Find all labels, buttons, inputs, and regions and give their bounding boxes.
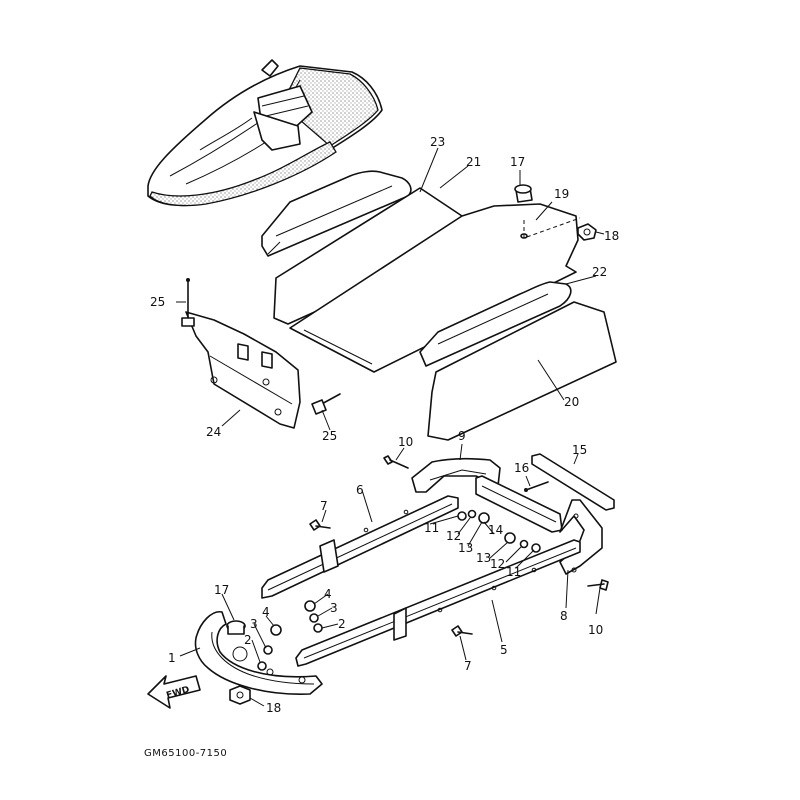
grommet-17-bottom [226, 620, 246, 635]
callout-15: 15 [572, 443, 587, 457]
mat-20 [427, 301, 617, 441]
callout-1: 1 [168, 651, 176, 665]
callout-12-bottom: 12 [490, 557, 505, 571]
clip-25-bottom [311, 393, 341, 415]
callout-25-top: 25 [150, 295, 165, 309]
callout-7-bottom: 7 [464, 659, 472, 673]
callout-20: 20 [564, 395, 579, 409]
callout-3-left: 3 [250, 617, 258, 631]
callout-16: 16 [514, 461, 529, 475]
rail-6 [261, 495, 459, 599]
nut-18-top [577, 223, 597, 241]
bolt-10-top [383, 455, 409, 469]
callout-13-top: 13 [458, 541, 473, 555]
callout-22: 22 [592, 265, 607, 279]
nut-18-bottom [229, 685, 251, 705]
bolt-16 [524, 481, 549, 492]
mat-22 [419, 281, 572, 367]
washer-12a [467, 509, 477, 519]
callout-10-bottom: 10 [588, 623, 603, 637]
watercraft-overview [147, 59, 383, 207]
leader-lines [176, 147, 605, 707]
nut-4a [270, 624, 282, 636]
washer-12b [519, 539, 529, 549]
callout-2-left: 2 [244, 633, 252, 647]
callout-2-right: 2 [338, 617, 346, 631]
rail-5 [295, 539, 581, 667]
callouts: 23 21 17 19 18 22 20 25 24 25 10 9 16 15… [150, 135, 619, 715]
callout-21: 21 [466, 155, 481, 169]
callout-5: 5 [500, 643, 508, 657]
callout-10-top: 10 [398, 435, 413, 449]
bracket-9 [411, 457, 501, 493]
callout-17-bottom: 17 [214, 583, 229, 597]
callout-19: 19 [554, 187, 569, 201]
washer-2b [313, 623, 323, 633]
callout-13-bottom: 13 [476, 551, 491, 565]
callout-24: 24 [206, 425, 221, 439]
callout-25-bottom: 25 [322, 429, 337, 443]
washer-2a [257, 661, 267, 671]
washer-3b [309, 613, 319, 623]
callout-18-bottom: 18 [266, 701, 281, 715]
callout-7-top: 7 [320, 499, 328, 513]
callout-4-left: 4 [262, 605, 270, 619]
callout-8: 8 [560, 609, 568, 623]
grommet-17-top [514, 184, 533, 203]
callout-4-right: 4 [324, 587, 332, 601]
callout-11-top: 11 [424, 521, 439, 535]
clip-25-top [181, 278, 195, 327]
callout-3-right: 3 [330, 601, 338, 615]
rail-8 [559, 499, 603, 575]
bolt-10-bottom [587, 579, 609, 591]
mat-21 [273, 187, 579, 373]
nut-4b [304, 600, 316, 612]
fwd-arrow-icon: FWD [147, 675, 201, 709]
callout-23: 23 [430, 135, 445, 149]
callout-11-bottom: 11 [506, 565, 521, 579]
bolt-7-bottom [451, 625, 473, 637]
callout-14: 14 [488, 523, 503, 537]
mat-23 [261, 170, 412, 257]
bumper-1 [194, 611, 323, 696]
nut-13b [504, 532, 516, 544]
diagram-code: GM65100-7150 [144, 748, 227, 759]
strip-15 [531, 453, 615, 511]
bolt-7-top [309, 519, 331, 531]
washer-11a [457, 511, 467, 521]
callout-9: 9 [458, 429, 466, 443]
callout-6: 6 [356, 483, 364, 497]
nut-13a [478, 512, 490, 524]
callout-17-top: 17 [510, 155, 525, 169]
callout-18-top: 18 [604, 229, 619, 243]
callout-12-top: 12 [446, 529, 461, 543]
bracket-24 [185, 311, 301, 429]
